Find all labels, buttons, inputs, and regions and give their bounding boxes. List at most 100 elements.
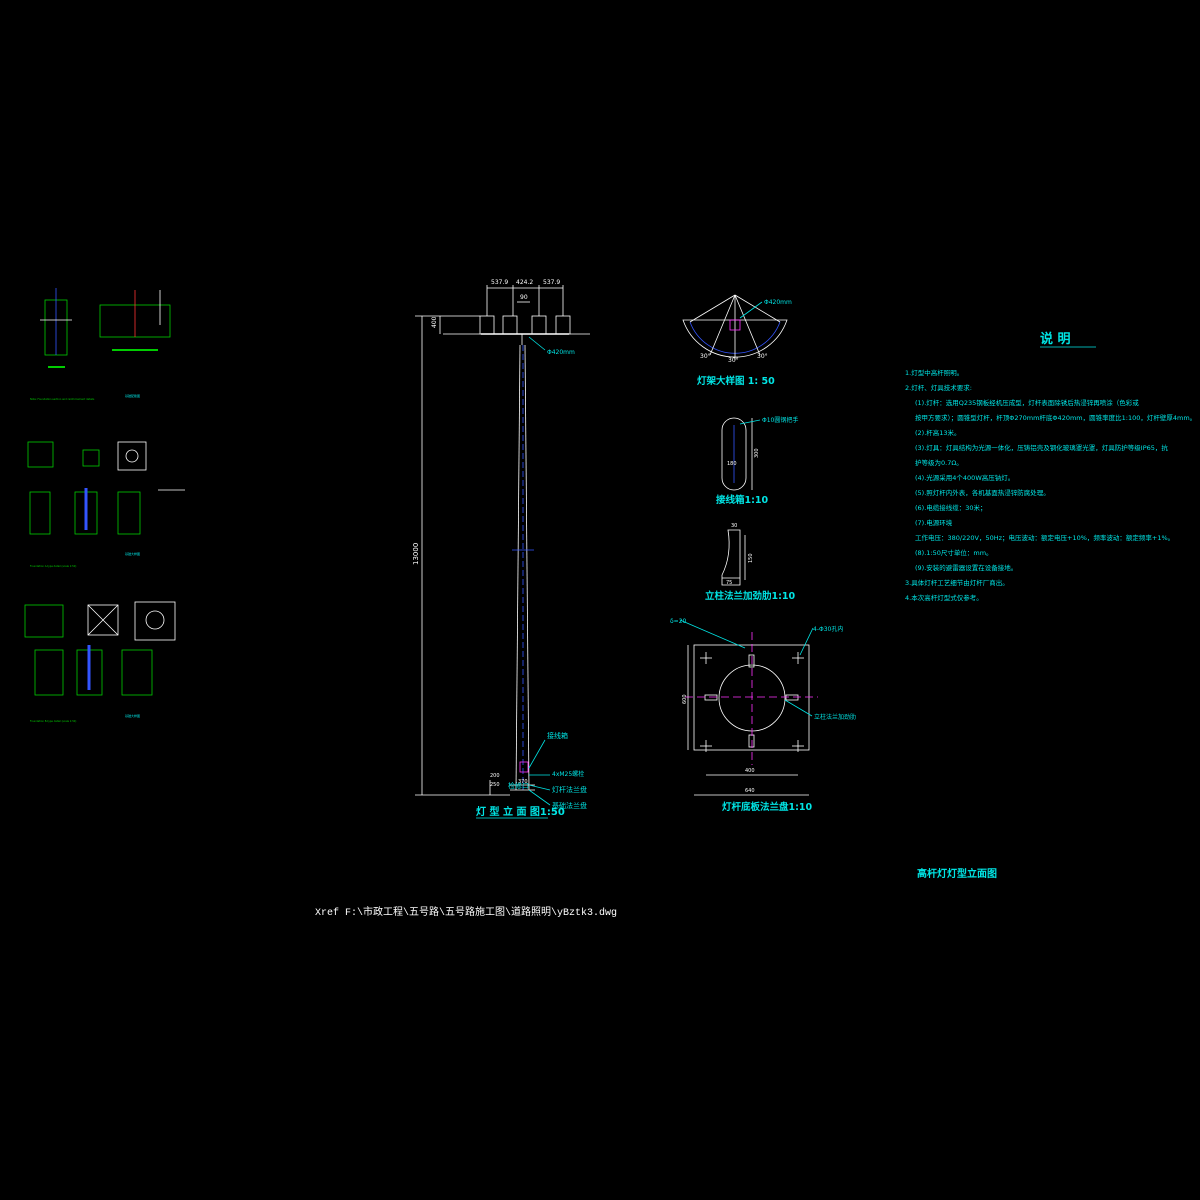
bolt-hole-br — [792, 740, 804, 752]
section-c — [117, 491, 141, 535]
label-pole-flange: 灯杆法兰盘 — [552, 785, 587, 794]
note-line: (3).灯具：灯具结构为光源一体化，压铸铝壳及钢化玻璃罩光罩，灯具防护等级IP6… — [915, 443, 1168, 452]
note-line: 4.本次高杆灯型式仅参考。 — [905, 593, 983, 602]
junction-box-title: 接线箱1:10 — [716, 494, 769, 506]
rib-detail — [721, 529, 746, 586]
lamp-dia-leader — [739, 301, 763, 319]
lamp-angle-2: 30° — [728, 357, 739, 364]
elevation-title: 灯 型 立 面 图1:50 — [476, 805, 565, 818]
label-junction-box: 接线箱 — [547, 731, 568, 740]
flange-width-dim-text: 640 — [745, 788, 755, 794]
fan-ray-2 — [709, 294, 736, 356]
bolt-hole-bl — [700, 740, 712, 752]
left-caption-1: 基础配筋图 — [125, 393, 140, 398]
pole-left-edge — [515, 344, 521, 791]
note-line: (5).照灯杆内外表，各机基面热浸锌防腐处理。 — [915, 488, 1050, 497]
note-line: 2.灯杆、灯具技术要求: — [905, 383, 972, 392]
rib-dim-2: 150 — [748, 553, 754, 563]
flange-inner-dim-text: 400 — [745, 768, 755, 774]
flange-title: 灯杆底板法兰盘1:10 — [722, 801, 813, 813]
label-bolts: 4xM25螺栓 — [552, 770, 584, 778]
notes-title: 说 明 — [1040, 331, 1071, 347]
height-dim-text: 13000 — [412, 543, 420, 565]
note-line: (7).电源环境 — [915, 518, 953, 527]
drawing-title: 高杆灯灯型立面图 — [917, 867, 997, 880]
thickness-leader — [679, 619, 746, 649]
flange-thickness-label: δ=20 — [670, 618, 687, 625]
lamp-fan-outline — [682, 319, 788, 358]
base-dim-1: 250 — [490, 782, 500, 788]
leader-1 — [528, 739, 546, 769]
rib-label-leader — [784, 699, 813, 717]
lamp-1 — [479, 315, 495, 335]
flange-holes-label: 4-Φ30孔内 — [813, 625, 843, 633]
plan-view-c — [117, 441, 147, 471]
bolt-hole-tr — [792, 652, 804, 664]
rib-dim-3: 75 — [726, 580, 732, 586]
junction-box-marker — [519, 761, 529, 773]
plan-view-e-cross-2 — [87, 604, 119, 636]
section-f — [121, 649, 153, 696]
lamp-angle-3: 30° — [757, 353, 768, 360]
junction-box-label: Φ10圆钢把手 — [762, 416, 798, 424]
holes-leader — [799, 627, 814, 656]
plan-view-e — [87, 604, 119, 636]
leader-4 — [528, 789, 551, 806]
fan-ray-5 — [734, 294, 781, 323]
top-dim-3: 537.9 — [543, 279, 560, 286]
plan-view-d — [24, 604, 64, 638]
note-line: (9).安装的避雷器设置在设备接地。 — [915, 563, 1017, 572]
xref-path: Xref F:\市政工程\五号路\五号路施工图\道路照明\yBztk3.dwg — [315, 905, 617, 919]
lamp-dia-label: Φ420mm — [764, 299, 792, 306]
label-base-flange: 基础法兰盘 — [552, 801, 587, 810]
left-note-3: Foundation B-type detail (scale 1:50) — [30, 719, 76, 723]
pole-right-edge — [524, 344, 530, 791]
section-d — [34, 649, 64, 696]
label-access: 检修口 — [508, 781, 529, 790]
note-line: (6).电缆接线缆：30米； — [915, 503, 987, 512]
left-detail-group-1 — [40, 288, 171, 368]
left-caption-3: 基础大样图 — [125, 713, 140, 718]
top-height-dim-text: 400 — [431, 316, 438, 328]
left-detail-group-3 — [24, 601, 176, 696]
plan-view-a — [27, 441, 54, 468]
left-note-1: Note: Foundation section and reinforceme… — [30, 397, 95, 401]
junction-box-outline — [721, 417, 747, 491]
plan-view-c-circle — [125, 449, 139, 463]
flange-rib-top — [748, 654, 755, 668]
leader-3 — [528, 784, 551, 791]
base-width-dim-text: 370 — [518, 779, 528, 785]
lamp-2 — [502, 315, 518, 335]
rib-dim-1: 30 — [731, 523, 737, 529]
note-line: 护等级为0.7Ω。 — [915, 458, 963, 467]
plan-view-f-circle — [145, 610, 165, 630]
section-a — [29, 491, 51, 535]
plan-view-f — [134, 601, 176, 641]
lamp-angle-1: 30° — [700, 353, 711, 360]
flange-rib-left — [704, 694, 718, 701]
junction-box-dim-2: 300 — [754, 448, 760, 458]
lamp-detail-title: 灯架大样图 1: 50 — [697, 375, 775, 387]
pole-elevation — [415, 285, 590, 819]
flange-outline — [693, 644, 810, 751]
bolt-hole-tl — [700, 652, 712, 664]
junction-box-dim-1: 180 — [727, 461, 737, 467]
note-line: (4).光源采用4个400W高压钠灯。 — [915, 473, 1014, 482]
junction-box-detail — [721, 417, 761, 491]
flange-rib-right — [785, 694, 799, 701]
plan-view-b — [82, 449, 100, 467]
left-note-2: Foundation A-type detail (scale 1:50) — [30, 564, 76, 568]
notes-list: 1.灯型中高杆照明。 2.灯杆、灯具技术要求: (1).灯杆：选用Q235钢板经… — [905, 368, 1196, 602]
top-dim-2: 424.2 — [516, 279, 533, 286]
flange-detail — [679, 619, 818, 796]
note-line: 1.灯型中高杆照明。 — [905, 368, 963, 377]
note-line: 按甲方要求）；圆锥型灯杆，杆顶Φ270mm杆底Φ420mm，圆锥率度比1:100… — [915, 413, 1196, 422]
note-line: (1).灯杆：选用Q235钢板经机压成型，灯杆表面除锈后热浸锌再喷涂（色彩或 — [915, 398, 1139, 407]
note-line: (8).1:50尺寸单位：mm。 — [915, 548, 993, 557]
left-caption-2: 基础大样图 — [125, 551, 140, 556]
pole-dia-label: Φ420mm — [547, 349, 575, 356]
lamp-4 — [555, 315, 571, 335]
lamp-hub — [729, 319, 741, 331]
fan-ray-1 — [689, 294, 736, 323]
